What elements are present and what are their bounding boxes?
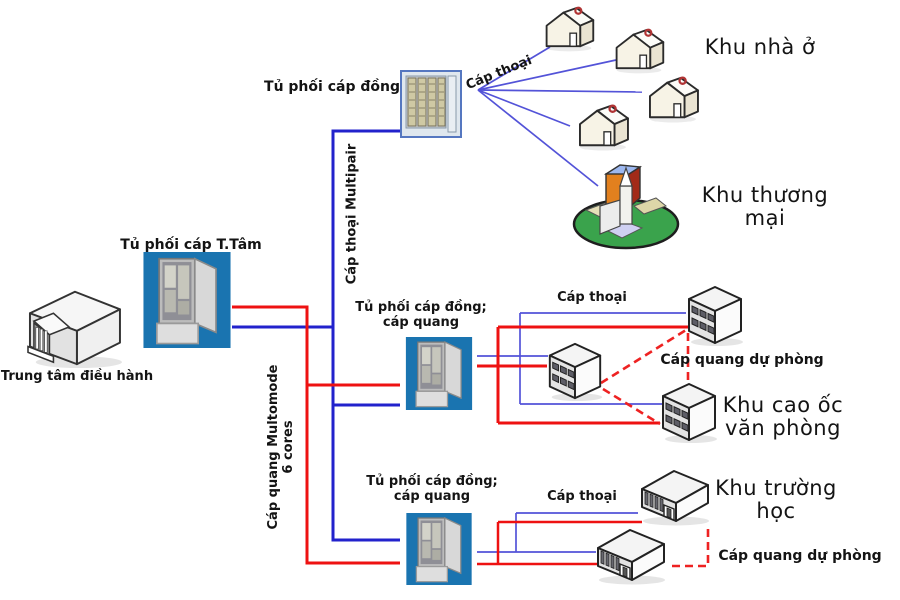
office-area-label: Khu cao ốc văn phòng xyxy=(722,393,844,440)
fiber-backup-dashed-office xyxy=(600,328,690,426)
fiber-backup-label-mid: Cáp quang dự phòng xyxy=(660,352,824,368)
voice-fanout-lines-residential xyxy=(477,46,643,187)
voice-cable-label-mid: Cáp thoại xyxy=(557,290,627,305)
voice-multipair-trunk-line xyxy=(232,129,402,542)
house-icon xyxy=(545,6,595,52)
school-building-icon xyxy=(640,469,711,527)
commercial-area-label: Khu thương mại xyxy=(701,183,829,230)
mid-cabinet-icon xyxy=(405,337,473,410)
fiber-backup-label-bottom: Cáp quang dự phòng xyxy=(718,548,882,564)
central-cabinet-label: Tủ phối cáp T.Tâm xyxy=(120,237,262,253)
central-cabinet-icon xyxy=(142,252,232,348)
fiber-lines-office-cluster xyxy=(477,325,688,425)
house-icon xyxy=(615,28,665,74)
residential-area-label: Khu nhà ở xyxy=(704,35,816,59)
school-building-icon xyxy=(597,529,666,586)
mid-cabinet-label: Tủ phối cáp đồng; cáp quang xyxy=(355,300,487,330)
top-copper-cabinet-icon xyxy=(400,70,462,138)
voice-multipair-label: Cáp thoại Multipair xyxy=(344,143,360,285)
voice-cable-label-bottom: Cáp thoại xyxy=(547,489,617,504)
top-cabinet-label: Tủ phối cáp đồng xyxy=(264,79,400,95)
fiber-multimode-trunk-line xyxy=(232,305,400,565)
school-area-label: Khu trường học xyxy=(715,476,837,523)
house-icon xyxy=(648,76,700,123)
control-center-label: Trung tâm điều hành xyxy=(0,369,154,384)
bottom-cabinet-icon xyxy=(405,513,473,585)
fiber-backup-dashed-school xyxy=(672,526,710,568)
control-center-icon xyxy=(27,290,123,370)
office-building-icon xyxy=(662,383,718,444)
fiber-multimode-label: Cáp quang Multomode 6 cores xyxy=(266,364,296,530)
commercial-area-icon xyxy=(572,163,680,250)
office-building-icon xyxy=(688,286,744,347)
bottom-cabinet-label: Tủ phối cáp đồng; cáp quang xyxy=(366,474,498,504)
office-building-icon xyxy=(548,342,604,402)
fiber-lines-school-cluster xyxy=(477,520,642,566)
house-icon xyxy=(578,104,630,151)
